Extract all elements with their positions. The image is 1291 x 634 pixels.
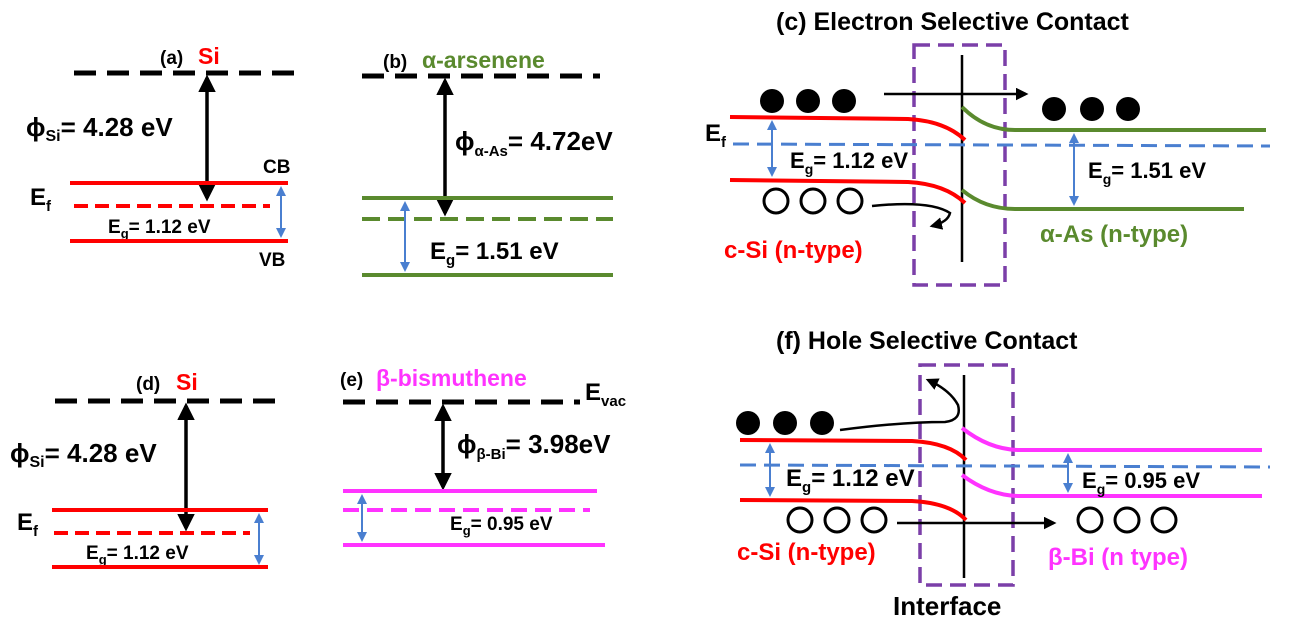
vb-label-a: VB <box>259 250 285 271</box>
bandgap-label-si-f: Eg= 1.12 eV <box>786 465 915 496</box>
conduction-band-as-c <box>960 105 1266 132</box>
fermi-level-f <box>739 463 1271 469</box>
electron <box>760 89 784 113</box>
hole <box>762 187 790 215</box>
work-function-label-e: ϕβ-Bi= 3.98eV <box>457 429 611 463</box>
electron-blocked-arrow <box>839 378 960 432</box>
hole <box>1076 506 1104 534</box>
work-function-label-d: ϕSi= 4.28 eV <box>10 438 157 471</box>
panel-a: (a) Si ϕSi= 4.28 eV CB Ef Eg= 1.12 eV VB <box>26 43 300 271</box>
valence-band-si-c <box>729 178 967 205</box>
electron <box>810 411 834 435</box>
bandgap-label-e: Eg= 0.95 eV <box>450 514 553 538</box>
interface-label: Interface <box>893 591 1001 621</box>
bandgap-label-bi-f: Eg= 0.95 eV <box>1082 468 1200 497</box>
vacuum-label-e: Evac <box>585 379 626 410</box>
valence-band-as-c <box>960 188 1244 211</box>
hole-blocked-arrow <box>871 202 952 230</box>
panel-d: (d) Si ϕSi= 4.28 eV Ef Eg= 1.12 eV <box>10 369 280 569</box>
hole <box>860 506 888 534</box>
bandgap-label-a: Eg= 1.12 eV <box>108 217 211 241</box>
hole <box>1113 506 1141 534</box>
conduction-band-bi-f <box>960 426 1262 452</box>
fermi-label-c: Ef <box>705 120 727 151</box>
panel-f: (f) Hole Selective Contact Eg= 1.12 eV E… <box>736 327 1271 621</box>
panel-c-title: (c) Electron Selective Contact <box>776 8 1130 36</box>
right-material-f: β-Bi (n type) <box>1048 544 1188 571</box>
hole <box>786 506 814 534</box>
left-material-f: c-Si (n-type) <box>737 539 876 566</box>
hole <box>836 187 864 215</box>
hole <box>1150 506 1178 534</box>
fermi-level-c <box>732 142 1271 148</box>
panel-e: (e) β-bismuthene Evac ϕβ-Bi= 3.98eV Eg= … <box>340 365 626 547</box>
electron <box>736 411 760 435</box>
electron <box>1080 97 1104 121</box>
work-function-label-b: ϕα-As= 4.72eV <box>455 126 613 160</box>
electron <box>796 89 820 113</box>
panel-d-material: Si <box>176 369 198 395</box>
electron <box>832 89 856 113</box>
panel-a-material: Si <box>198 43 220 69</box>
bandgap-label-b: Eg= 1.51 eV <box>430 238 559 269</box>
fermi-label-d: Ef <box>17 509 39 540</box>
hole <box>823 506 851 534</box>
panel-b: (b) α-arsenene ϕα-As= 4.72eV Eg= 1.51 eV <box>362 47 613 277</box>
bandgap-label-si-c: Eg= 1.12 eV <box>790 148 908 177</box>
panel-e-material: β-bismuthene <box>376 365 527 391</box>
panel-a-label: (a) <box>160 48 183 69</box>
electron <box>1042 97 1066 121</box>
conduction-band-si-f <box>739 438 968 462</box>
interface-box-c <box>912 43 1007 287</box>
right-material-c: α-As (n-type) <box>1040 221 1188 248</box>
bandgap-label-d: Eg= 1.12 eV <box>86 543 189 567</box>
cb-label-a: CB <box>263 157 290 178</box>
conduction-band-si-c <box>729 115 967 142</box>
panel-b-label: (b) <box>383 52 407 73</box>
panel-d-label: (d) <box>136 374 160 395</box>
work-function-label-a: ϕSi= 4.28 eV <box>26 112 173 145</box>
hole <box>799 187 827 215</box>
panel-e-label: (e) <box>340 370 363 391</box>
valence-band-si-f <box>739 498 968 522</box>
electron <box>1116 97 1140 121</box>
electron <box>773 411 797 435</box>
panel-c: (c) Electron Selective Contact Ef Eg= 1.… <box>705 8 1271 287</box>
panel-b-material: α-arsenene <box>422 47 545 73</box>
fermi-label-a: Ef <box>30 184 52 215</box>
left-material-c: c-Si (n-type) <box>724 237 863 264</box>
panel-f-title: (f) Hole Selective Contact <box>776 327 1078 355</box>
bandgap-label-as-c: Eg= 1.51 eV <box>1088 158 1206 187</box>
interface-box-f <box>918 363 1015 587</box>
valence-band-bi-f <box>960 473 1262 498</box>
